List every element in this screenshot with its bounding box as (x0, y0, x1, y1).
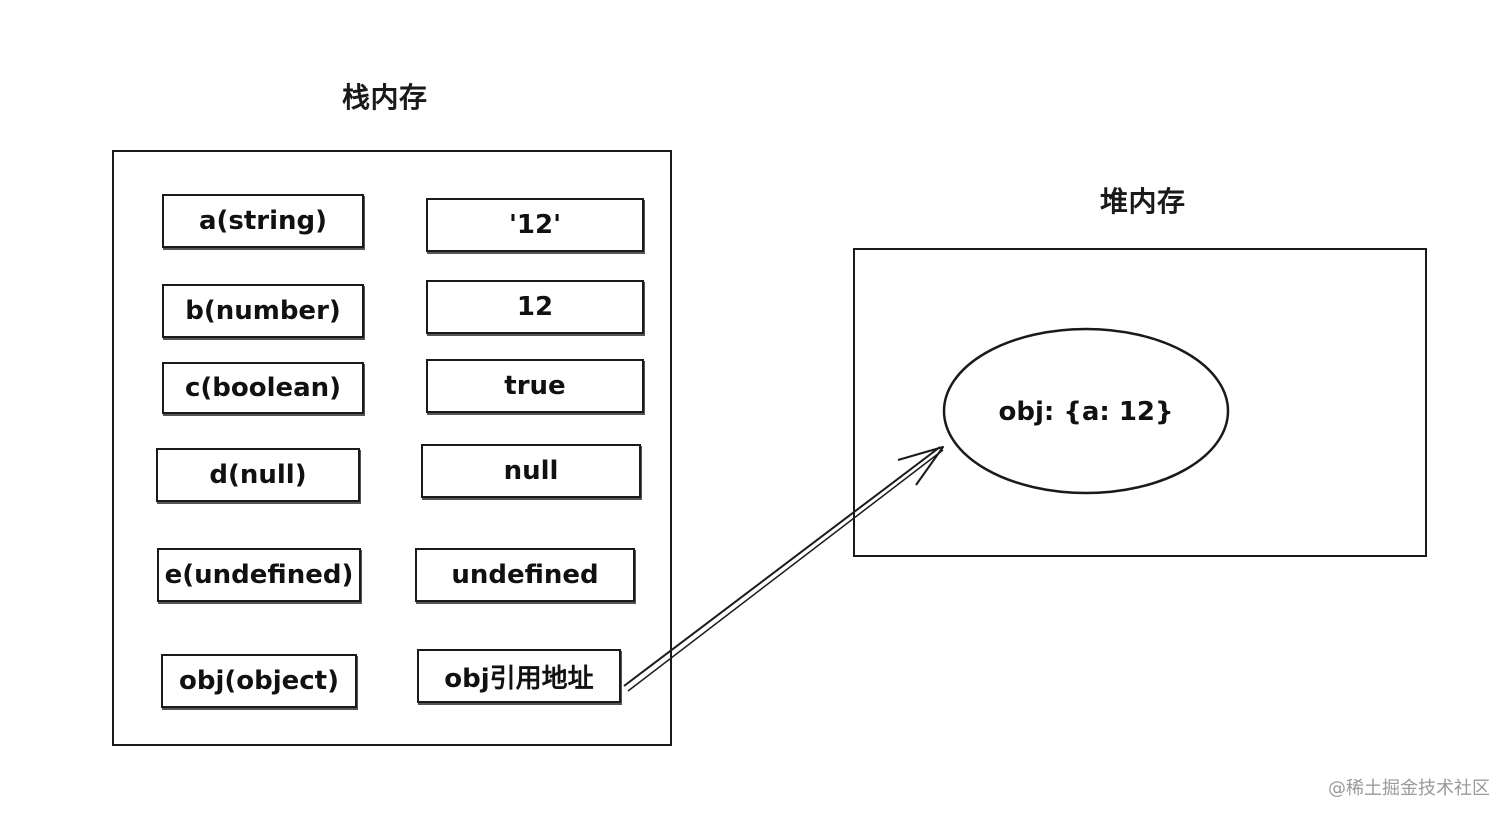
watermark-text: @稀土掘金技术社区 (1328, 778, 1490, 799)
stack-variable-value: null (421, 444, 641, 498)
stack-variable-name: c(boolean) (162, 362, 364, 414)
stack-variable-value: '12' (426, 198, 644, 252)
stack-variable-value: undefined (415, 548, 635, 602)
heap-object-label: obj: {a: 12} (998, 397, 1174, 427)
heap-memory-box (853, 248, 1427, 557)
stack-variable-name: b(number) (162, 284, 364, 338)
stack-variable-value: true (426, 359, 644, 413)
heap-memory-title: 堆内存 (1100, 185, 1186, 218)
stack-variable-name: a(string) (162, 194, 364, 248)
stack-variable-name: d(null) (156, 448, 360, 502)
stack-variable-name: e(undefined) (157, 548, 361, 602)
stack-variable-value: 12 (426, 280, 644, 334)
stack-variable-name: obj(object) (161, 654, 357, 708)
stack-variable-value: obj引用地址 (417, 649, 621, 703)
stack-memory-title: 栈内存 (342, 81, 428, 114)
